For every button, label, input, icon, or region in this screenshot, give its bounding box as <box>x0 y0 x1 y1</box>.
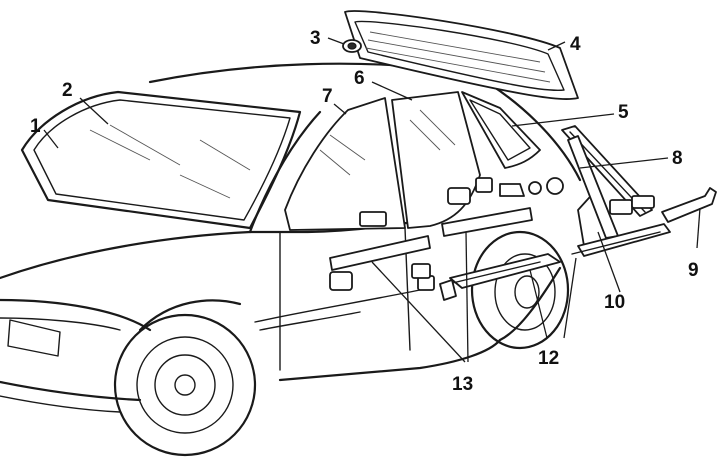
rear-window <box>344 10 579 100</box>
windshield-seal <box>20 90 302 230</box>
callout-8: 8 <box>672 148 683 169</box>
clips-and-fasteners <box>447 177 655 215</box>
callout-labels: 1 2 3 4 5 6 7 8 9 10 12 13 <box>30 28 699 395</box>
callout-9: 9 <box>688 260 699 281</box>
rear-door-glass <box>391 91 481 229</box>
sill-moulding-rear <box>571 223 671 257</box>
callout-3: 3 <box>310 28 321 49</box>
front-wheel <box>113 313 257 457</box>
car-body <box>0 62 582 413</box>
small-bracket <box>411 263 431 279</box>
callout-10: 10 <box>604 292 625 313</box>
door-moulding-lower <box>329 235 431 271</box>
windshield-glass <box>33 99 291 221</box>
rear-wheel <box>470 230 570 350</box>
sill-moulding-upper <box>439 253 561 301</box>
callout-13: 13 <box>452 374 473 395</box>
callout-1: 1 <box>30 116 41 137</box>
door-moulding-upper <box>441 207 533 237</box>
front-door-glass <box>284 97 406 231</box>
callout-7: 7 <box>322 86 333 107</box>
rear-window-clip <box>342 39 362 53</box>
side-moulding-9 <box>661 187 717 223</box>
callout-6: 6 <box>354 68 365 89</box>
leader-lines <box>43 37 701 363</box>
callout-5: 5 <box>618 102 629 123</box>
callout-12: 12 <box>538 348 559 369</box>
callout-2: 2 <box>62 80 73 101</box>
callout-4: 4 <box>570 34 581 55</box>
quarter-window <box>461 91 541 169</box>
